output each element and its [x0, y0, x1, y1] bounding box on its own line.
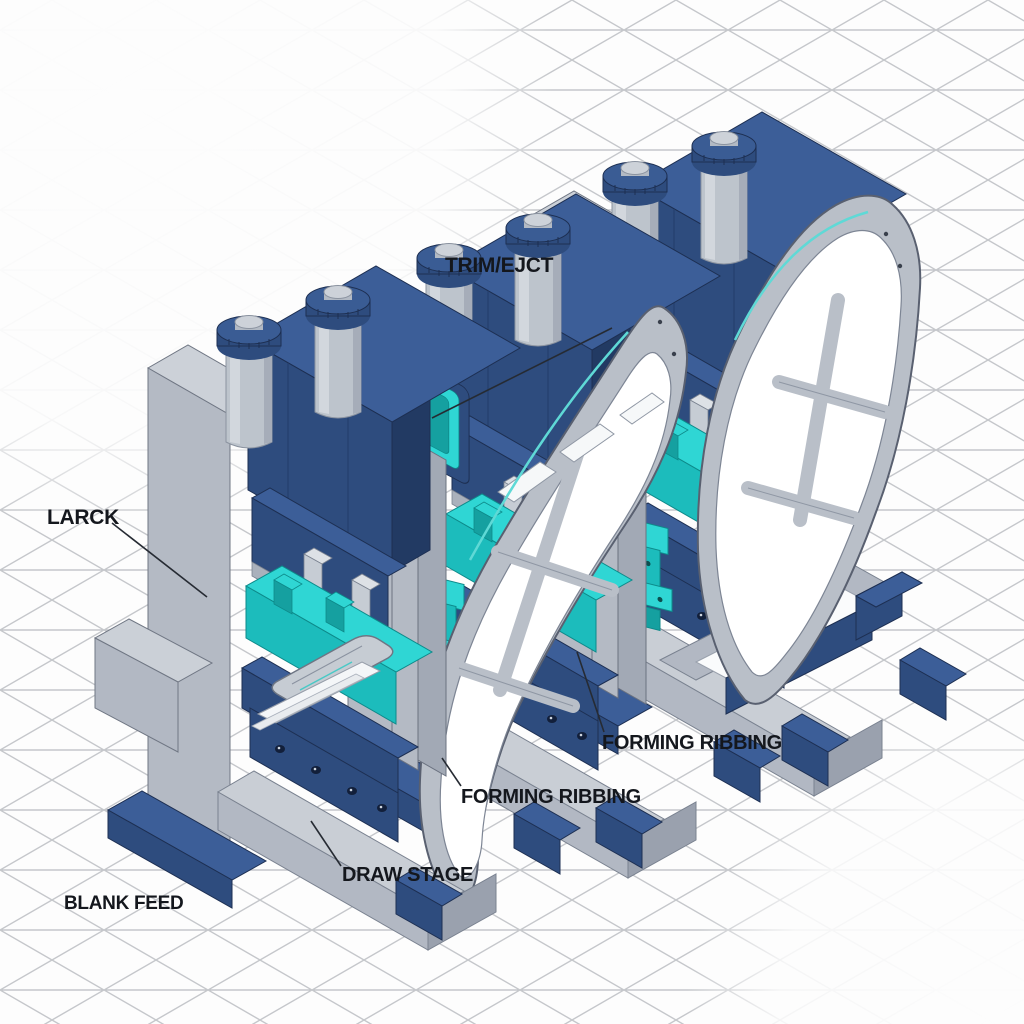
panel-2-teal-accent — [733, 210, 869, 341]
panel-1-teal-accent — [468, 331, 629, 561]
leader-line-forming-ribbing-2 — [441, 757, 462, 787]
label-draw-stage: DRAW STAGE — [342, 864, 474, 886]
label-blank-feed: BLANK FEED — [64, 893, 184, 914]
blank-stack-front — [94, 637, 179, 753]
blank-sheet-edge — [251, 673, 365, 731]
label-forming-ribbing-2: FORMING RIBBING — [461, 786, 641, 808]
label-larck: LARCK — [47, 506, 119, 529]
walkway-end-top — [854, 571, 924, 608]
label-forming-ribbing-1: FORMING RIBBING — [602, 732, 782, 754]
door-panel-1 — [418, 305, 688, 907]
press-1-extras — [93, 618, 394, 753]
panel-2-bar-lines — [747, 381, 886, 519]
drawn-panel-on-die — [271, 635, 394, 705]
leader-lines — [111, 522, 605, 867]
label-trim-ejct: TRIM/EJCT — [445, 254, 554, 277]
panel-1-bar-lines — [458, 551, 613, 707]
panel-1-white-sills — [497, 392, 665, 503]
leader-line-trim-ejct — [431, 327, 613, 419]
leader-line-forming-ribbing-1 — [576, 651, 605, 733]
door-panel-2 — [696, 194, 922, 705]
leader-line-draw-stage — [310, 820, 342, 867]
leader-line-larck — [111, 522, 208, 598]
